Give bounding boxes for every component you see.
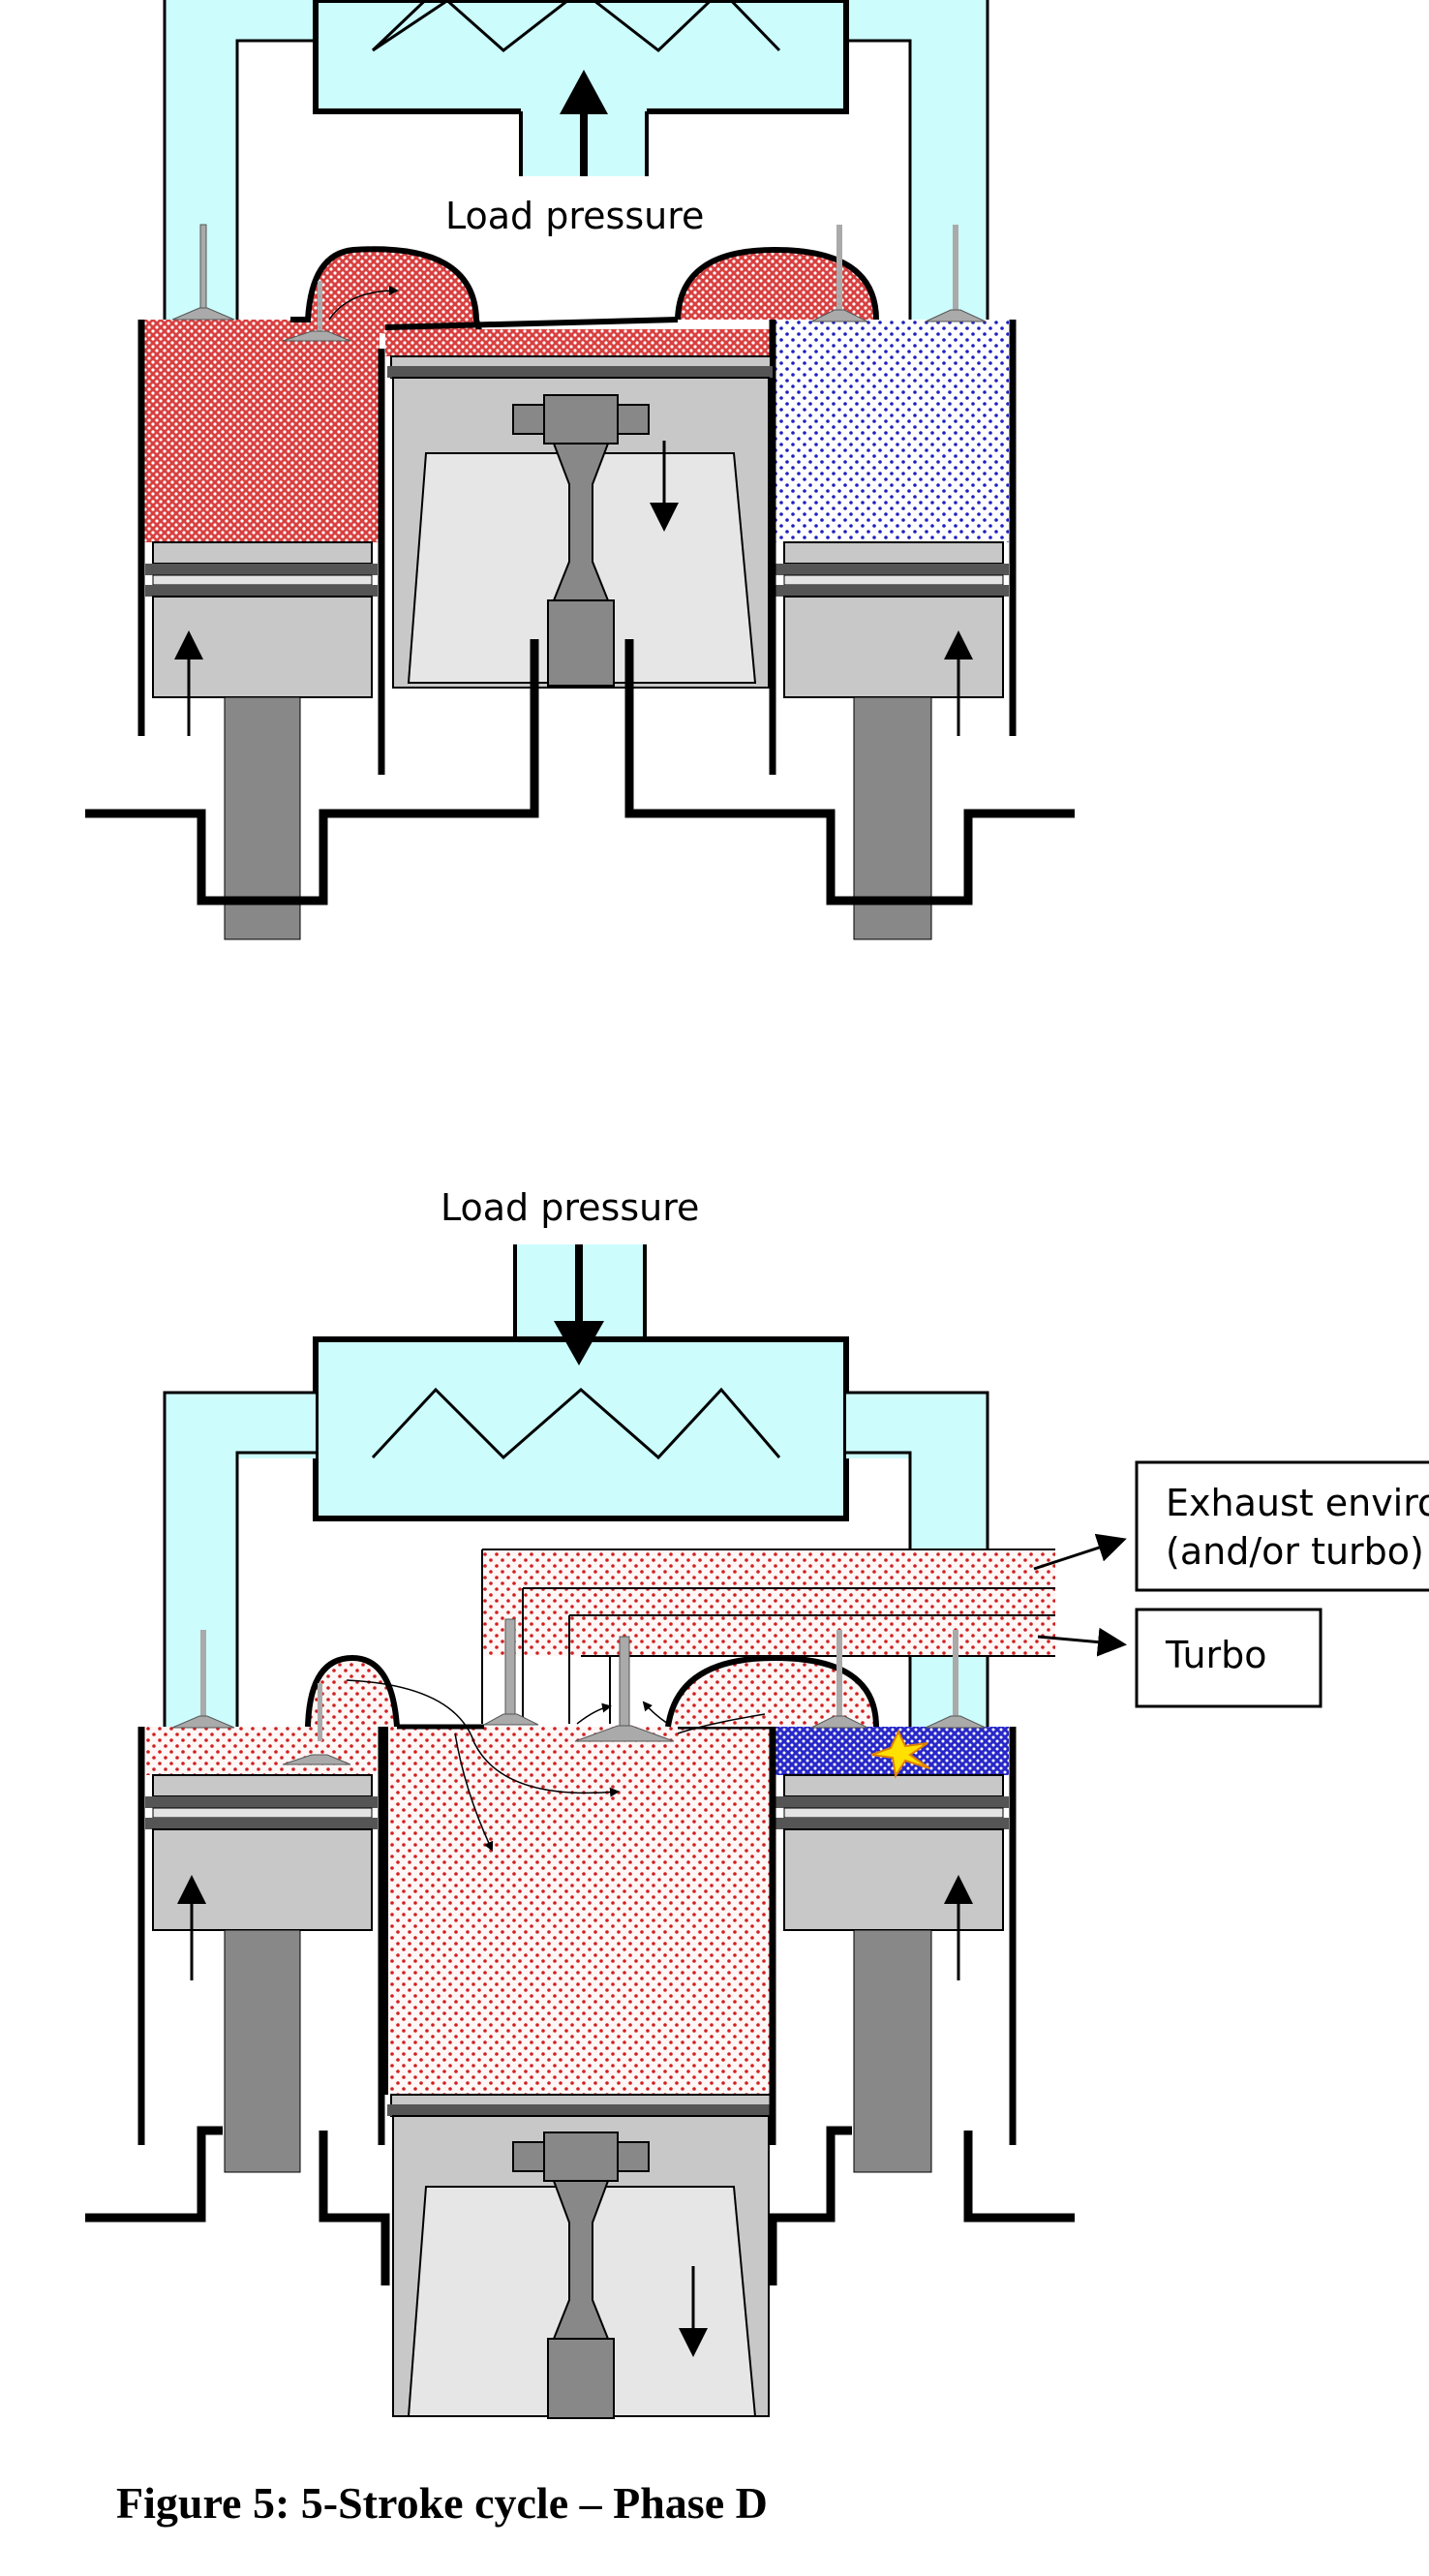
spark-icon	[870, 1729, 930, 1779]
top-load-pressure-label: Load pressure	[445, 195, 704, 237]
bottom-crankcase-outline	[85, 2126, 1075, 2285]
top-crankcase-outline	[85, 639, 1075, 905]
exhaust-label-line1: Exhaust enviro	[1166, 1482, 1429, 1524]
bottom-intake-manifold	[163, 1244, 989, 1727]
top-left-intake-valve	[171, 224, 235, 321]
top-intake-manifold	[163, 0, 989, 320]
top-left-cylinder	[137, 320, 385, 940]
top-engine-diagram: Load pressure	[85, 0, 1075, 940]
bottom-exhaust-ducts	[481, 1533, 1127, 1724]
figure-caption: Figure 5: 5-Stroke cycle – Phase D	[116, 2478, 768, 2528]
bottom-right-cylinder	[769, 1630, 1017, 2173]
bottom-load-pressure-label: Load pressure	[441, 1186, 699, 1229]
exhaust-label-line2: (and/or turbo)	[1166, 1530, 1424, 1573]
turbo-box: Turbo	[1135, 1608, 1323, 1708]
bottom-left-cylinder	[137, 1630, 400, 2173]
top-center-cylinder	[387, 355, 773, 689]
turbo-label: Turbo	[1165, 1634, 1267, 1676]
top-intake-flow-arrow	[560, 70, 608, 176]
top-right-cylinder	[675, 225, 1017, 940]
exhaust-environment-box: Exhaust enviro (and/or turbo)	[1135, 1460, 1429, 1592]
bottom-engine-diagram: Load pressure Exhaust env	[85, 1186, 1429, 2419]
